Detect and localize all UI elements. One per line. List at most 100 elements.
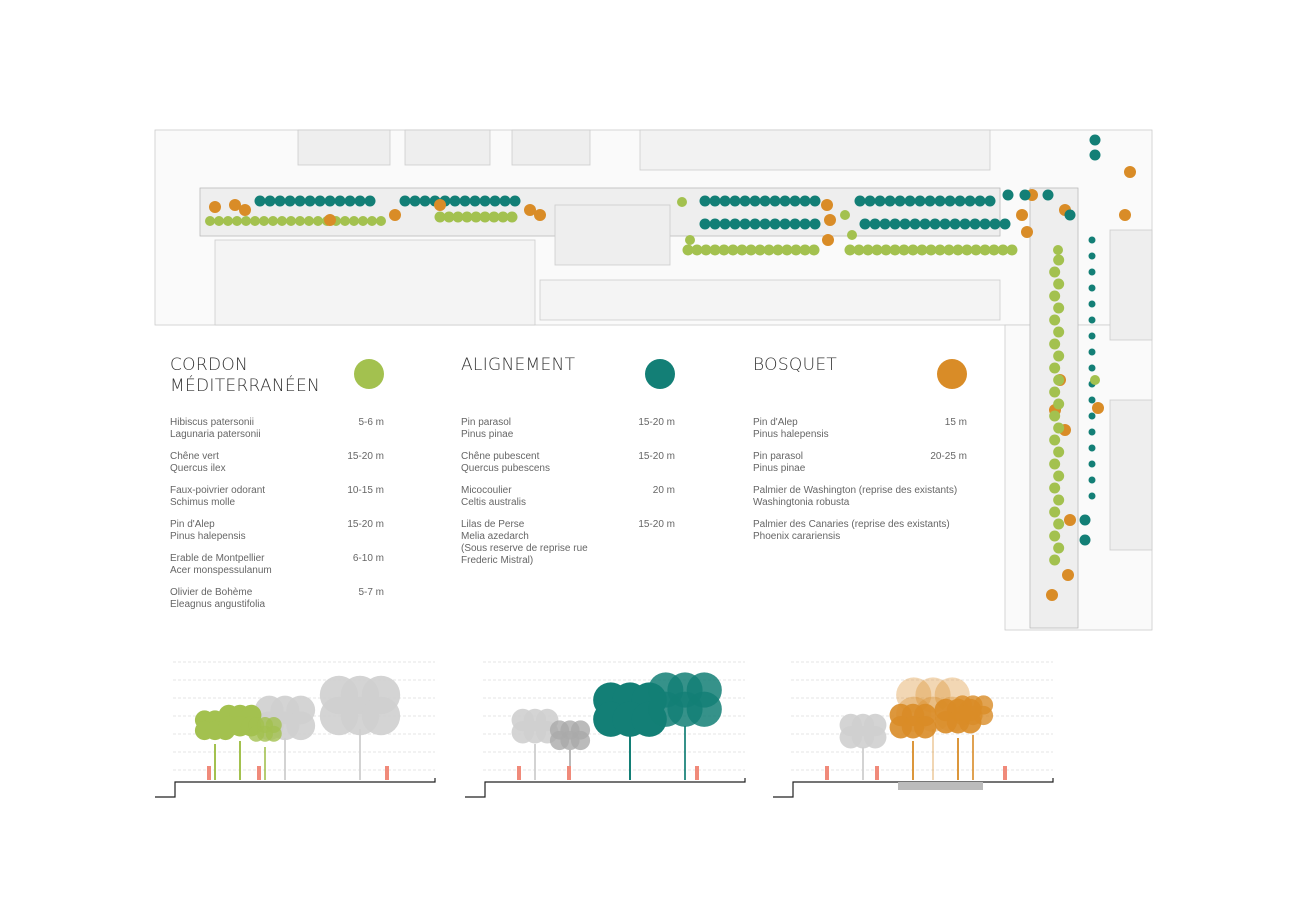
common-name: Lilas de Perse: [461, 519, 525, 530]
tree-marker: [358, 216, 368, 226]
tree-canopy: [361, 696, 401, 736]
color-swatch-teal: [645, 359, 675, 389]
latin-name: Melia azedarch (Sous reserve de reprise …: [461, 531, 588, 566]
tree-marker: [889, 218, 901, 230]
tree-marker: [808, 244, 820, 256]
tree-marker: [399, 195, 411, 207]
tree-marker: [739, 195, 751, 207]
tree-marker: [682, 244, 694, 256]
common-name: Hibiscus patersonii: [170, 417, 254, 428]
tree-marker: [779, 195, 791, 207]
tree-marker: [889, 244, 901, 256]
tree-marker: [1089, 149, 1101, 161]
tree-marker: [727, 244, 739, 256]
ground-profile: [773, 778, 1054, 798]
tree-height: 5-6 m: [358, 417, 384, 428]
species-item: Lilas de Perse Melia azedarch (Sous rese…: [461, 519, 675, 567]
tree-height: 15-20 m: [347, 451, 384, 462]
tree-marker: [1053, 446, 1065, 458]
tree-marker: [677, 197, 687, 207]
legend-title: BOSQUET: [753, 355, 838, 375]
tree-marker: [914, 195, 926, 207]
tree-marker: [1088, 428, 1096, 436]
ground-profile: [155, 778, 436, 798]
tree-marker: [1049, 482, 1061, 494]
tree-marker: [754, 244, 766, 256]
tree-marker: [239, 204, 251, 216]
tree-marker: [898, 244, 910, 256]
tree-marker: [736, 244, 748, 256]
legend-title: CORDON MÉDITERRANÉEN: [170, 355, 321, 396]
tree-marker: [1088, 236, 1096, 244]
tree-marker: [452, 211, 464, 223]
tree-marker: [1062, 569, 1074, 581]
tree-marker: [1042, 189, 1054, 201]
tree-marker: [949, 218, 961, 230]
planting-pit: [898, 782, 983, 790]
tree-marker: [809, 195, 821, 207]
tree-marker: [970, 244, 982, 256]
tree-marker: [884, 195, 896, 207]
tree-marker: [1002, 189, 1014, 201]
tree-marker: [223, 216, 233, 226]
tree-marker: [1021, 226, 1033, 238]
tree-marker: [779, 218, 791, 230]
tree-marker: [719, 195, 731, 207]
tree-marker: [854, 195, 866, 207]
tree-marker: [1049, 530, 1061, 542]
common-name: Pin d'Alep: [170, 519, 215, 530]
tree-marker: [739, 218, 751, 230]
tree-marker: [334, 195, 346, 207]
tree-marker: [799, 218, 811, 230]
tree-marker: [1088, 332, 1096, 340]
tree-marker: [259, 216, 269, 226]
common-name: Pin parasol: [461, 417, 512, 428]
tree-marker: [1053, 470, 1065, 482]
tree-marker: [790, 244, 802, 256]
species-item: Micocoulier Celtis australis 20 m: [461, 485, 675, 509]
species-item: Palmier de Washington (reprise des exist…: [753, 485, 967, 509]
common-name: Faux-poivrier odorant: [170, 485, 266, 496]
tree-marker: [1053, 374, 1065, 386]
tree-canopy: [286, 711, 316, 741]
tree-marker: [699, 218, 711, 230]
tree-marker: [929, 218, 941, 230]
tree-marker: [389, 209, 401, 221]
tree-marker: [1064, 209, 1076, 221]
tree-marker: [354, 195, 366, 207]
color-swatch-green: [354, 359, 384, 389]
tree-marker: [862, 244, 874, 256]
tree-marker: [1046, 589, 1058, 601]
tree-marker: [434, 211, 446, 223]
tree-marker: [934, 195, 946, 207]
pedestrian-icon: [1003, 766, 1007, 780]
latin-name: Washingtonia robusta: [753, 497, 850, 508]
tree-canopy: [914, 716, 937, 739]
tree-marker: [344, 195, 356, 207]
tree-marker: [459, 195, 471, 207]
tree-height: 15-20 m: [638, 519, 675, 530]
species-item: Faux-poivrier odorant Schimus molle 10-1…: [170, 485, 384, 509]
tree-marker: [469, 195, 481, 207]
tree-marker: [324, 195, 336, 207]
tree-canopy: [973, 705, 994, 726]
tree-marker: [1124, 166, 1136, 178]
tree-marker: [879, 218, 891, 230]
tree-marker: [919, 218, 931, 230]
legend-alignement: ALIGNEMENT Pin parasol Pinus pinae 15-20…: [461, 355, 675, 566]
tree-marker: [869, 218, 881, 230]
tree-marker: [969, 218, 981, 230]
tree-canopy: [570, 730, 591, 751]
tree-marker: [874, 195, 886, 207]
tree-marker: [822, 234, 834, 246]
tree-marker: [909, 218, 921, 230]
tree-marker: [999, 218, 1011, 230]
tree-marker: [997, 244, 1009, 256]
pedestrian-icon: [257, 766, 261, 780]
tree-marker: [1049, 458, 1061, 470]
tree-marker: [1088, 364, 1096, 372]
tree-marker: [277, 216, 287, 226]
tree-marker: [506, 211, 518, 223]
tree-marker: [232, 216, 242, 226]
tree-marker: [1088, 284, 1096, 292]
